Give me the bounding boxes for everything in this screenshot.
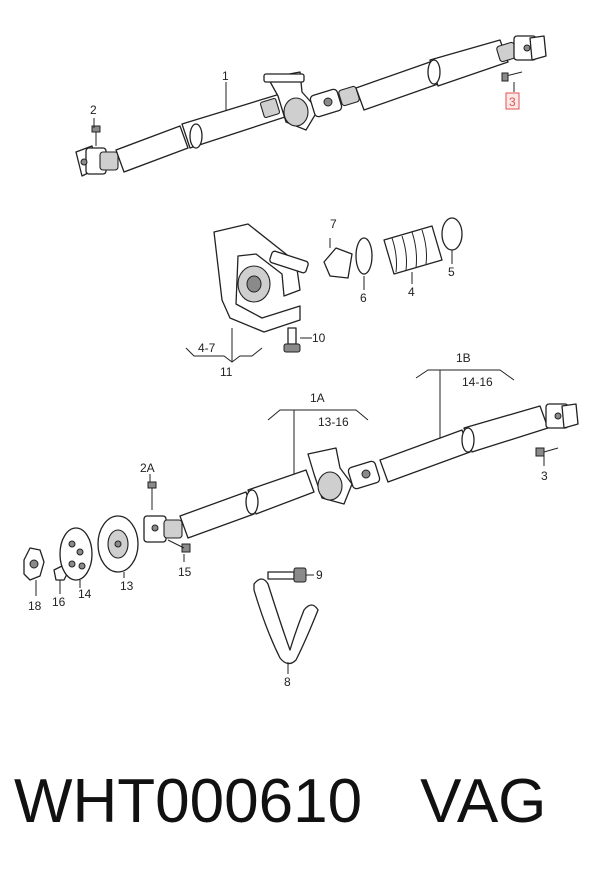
middle-joint-top xyxy=(309,85,360,118)
shaft-tube-top-rear xyxy=(355,39,518,111)
bolt-2-top xyxy=(91,125,101,146)
damper-13 xyxy=(97,515,139,573)
bolt-15 xyxy=(167,539,191,562)
retaining-ring-7 xyxy=(323,238,353,279)
bolt-2a xyxy=(147,474,157,510)
label-part-16: 16 xyxy=(52,595,66,609)
label-part-6: 6 xyxy=(360,291,367,305)
centre-bearing-exploded xyxy=(185,217,463,363)
bolt-3-bottom xyxy=(535,447,559,466)
shaft-tube-bottom-rear xyxy=(379,405,549,483)
label-group-1a: 1A xyxy=(310,391,325,405)
label-part-3-top: 3 xyxy=(509,95,516,109)
boot-4 xyxy=(383,225,443,284)
propshaft-top-assembly xyxy=(75,35,547,177)
label-part-5: 5 xyxy=(448,265,455,279)
bearing-bracket-11 xyxy=(213,223,309,333)
label-part-14: 14 xyxy=(78,587,92,601)
front-flange-joint-top xyxy=(75,145,119,177)
clip-5 xyxy=(441,217,463,264)
label-part-2a: 2A xyxy=(140,461,155,475)
label-part-1: 1 xyxy=(222,69,229,83)
label-group-4-7: 4-7 xyxy=(198,341,216,355)
brand-name: VAG xyxy=(420,767,547,836)
label-range-14-16: 14-16 xyxy=(462,375,493,389)
exploded-parts-diagram: 1 2 3 xyxy=(23,35,579,689)
centre-bearing-bottom xyxy=(307,447,353,505)
label-part-13: 13 xyxy=(120,579,134,593)
label-part-3-bottom: 3 xyxy=(541,469,548,483)
rear-flange-joint-top xyxy=(513,35,547,61)
label-part-15: 15 xyxy=(178,565,192,579)
label-range-13-16: 13-16 xyxy=(318,415,349,429)
shaft-tube-top-front xyxy=(115,93,289,173)
label-part-2: 2 xyxy=(90,103,97,117)
bolt-9 xyxy=(267,567,314,583)
flange-18 xyxy=(23,547,45,581)
centre-bearing-top xyxy=(263,71,319,131)
label-part-4: 4 xyxy=(408,285,415,299)
label-group-1b: 1B xyxy=(456,351,471,365)
label-part-11: 11 xyxy=(220,365,233,379)
flex-coupling-14 xyxy=(59,527,93,581)
clip-6 xyxy=(355,237,373,290)
footer-part-info: WHT000610 VAG xyxy=(14,762,584,842)
bolt-3-top xyxy=(501,71,523,82)
highlighted-part-3[interactable]: 3 xyxy=(505,92,520,110)
strap-8 xyxy=(253,578,319,674)
bolt-10 xyxy=(283,327,312,353)
rear-flange-joint-bottom xyxy=(545,403,579,429)
label-part-9: 9 xyxy=(316,568,323,582)
bracket-1b xyxy=(415,369,515,381)
propshaft-bottom-assembly xyxy=(23,369,579,674)
label-part-8: 8 xyxy=(284,675,291,689)
label-part-10: 10 xyxy=(312,331,326,345)
label-part-7: 7 xyxy=(330,217,337,231)
label-part-18: 18 xyxy=(28,599,42,613)
front-joint-bottom xyxy=(143,515,183,543)
part-number: WHT000610 xyxy=(14,767,363,836)
shaft-tube-bottom-front xyxy=(179,469,315,539)
middle-joint-bottom xyxy=(347,460,381,490)
bracket-1a xyxy=(267,409,369,421)
